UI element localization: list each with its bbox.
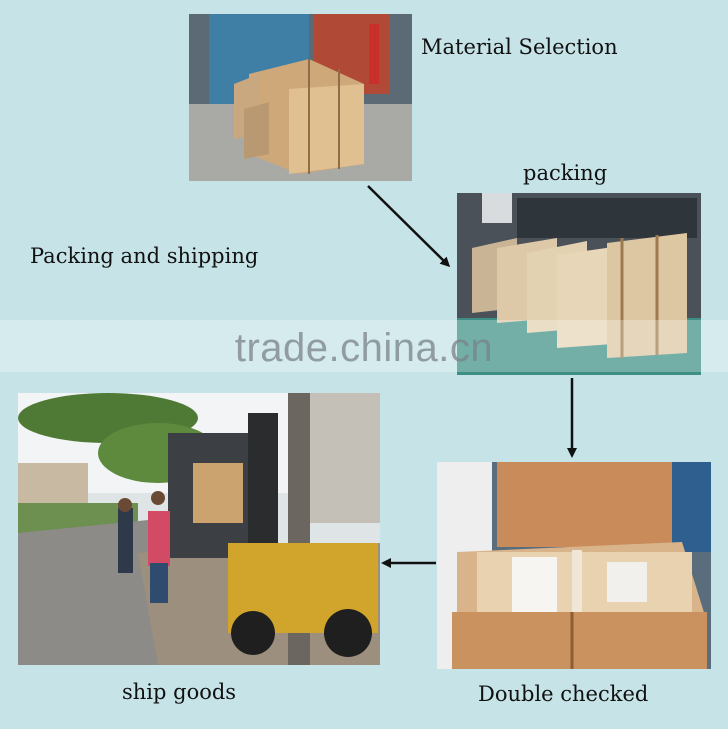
double-checked-label: Double checked (478, 682, 649, 706)
watermark-text: trade.china.cn (234, 326, 494, 370)
packing-photo (457, 193, 701, 375)
double-checked-photo (437, 462, 711, 669)
arrow-selection-to-packing (367, 185, 451, 268)
material-selection-label: Material Selection (421, 35, 618, 59)
material-selection-photo (189, 14, 412, 181)
ship-goods-label: ship goods (122, 680, 237, 704)
packing-label: packing (523, 161, 608, 185)
watermark-band (0, 320, 728, 372)
packing-and-shipping-label: Packing and shipping (30, 244, 259, 268)
ship-goods-photo (18, 393, 380, 665)
